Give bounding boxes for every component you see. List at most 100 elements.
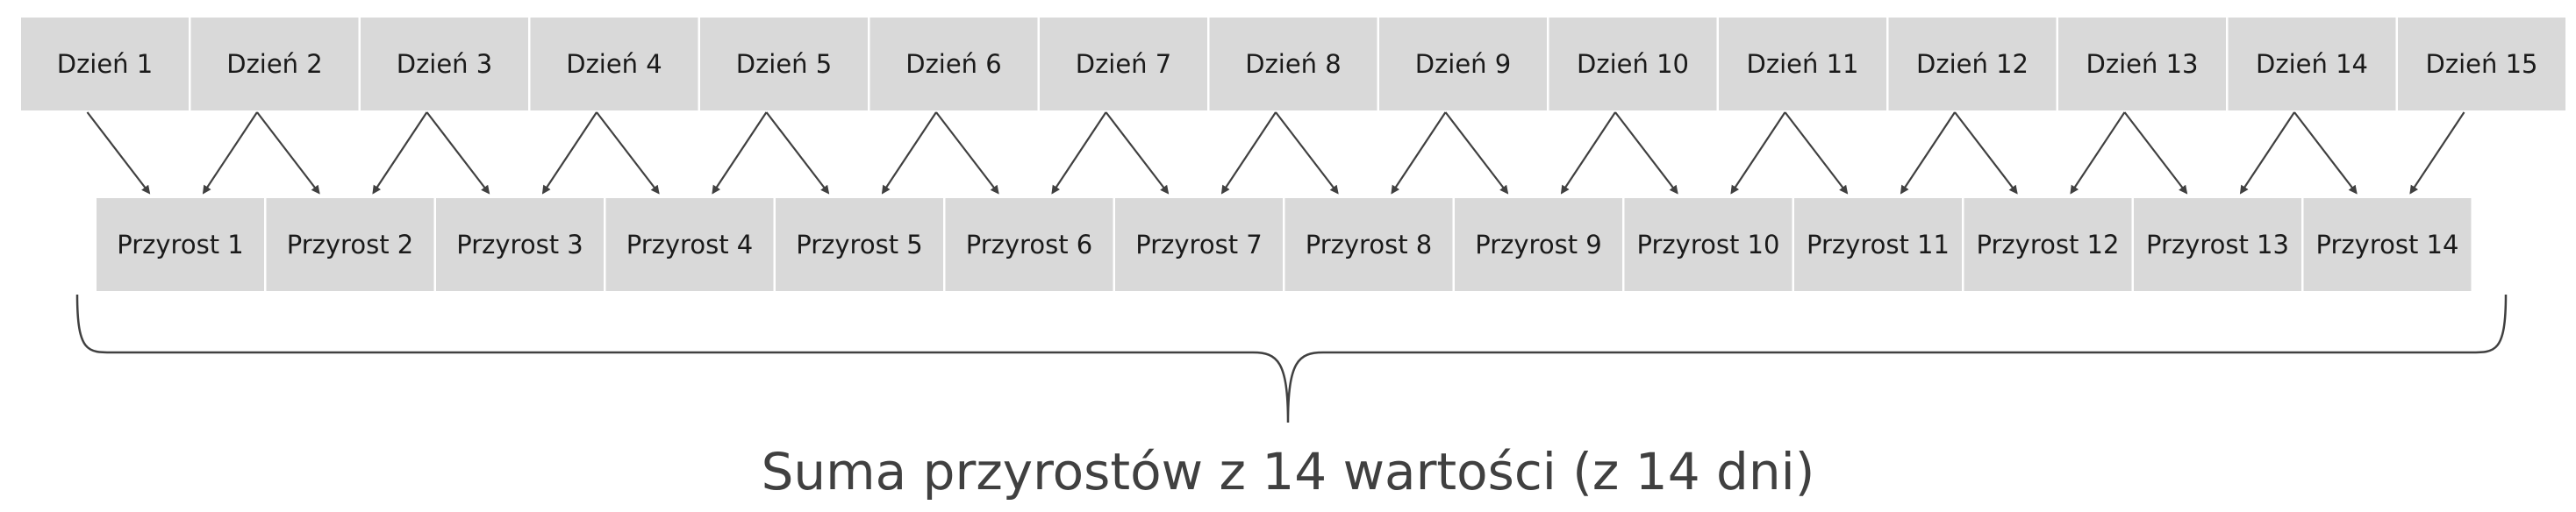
day-label: Dzień 11 — [1747, 49, 1859, 79]
sum-brace — [75, 294, 2508, 423]
increment-label: Przyrost 14 — [2316, 230, 2459, 260]
increment-label: Przyrost 13 — [2146, 230, 2289, 260]
increment-box: Przyrost 13 — [2134, 198, 2301, 291]
day-label: Dzień 1 — [57, 49, 154, 79]
arrow-from-next-day — [372, 111, 428, 195]
arrow-from-next-day — [541, 111, 597, 195]
day-box-background — [1888, 18, 2057, 110]
day-row: Dzień 1 Dzień 2 Dzień 3 Dzień 4 Dzień 5 Dzień… — [21, 18, 2565, 110]
day-box: Dzień 10 — [1549, 18, 1717, 110]
day-label: Dzień 9 — [1415, 49, 1512, 79]
day-box-background — [700, 18, 868, 110]
day-box: Dzień 14 — [2228, 18, 2396, 110]
arrow-from-next-day — [2070, 111, 2126, 195]
day-box-background — [190, 18, 359, 110]
increment-box: Przyrost 2 — [266, 198, 434, 291]
arrow-from-previous-day — [256, 111, 320, 195]
increment-box: Przyrost 14 — [2303, 198, 2472, 291]
increment-label: Przyrost 1 — [117, 230, 243, 260]
increment-box: Przyrost 7 — [1115, 198, 1283, 291]
day-box-background — [1040, 18, 1207, 110]
arrow-from-next-day — [2239, 111, 2295, 195]
day-box-background — [530, 18, 698, 110]
arrow-from-next-day — [1051, 111, 1107, 195]
day-label: Dzień 14 — [2256, 49, 2368, 79]
day-box: Dzień 3 — [361, 18, 528, 110]
increment-box: Przyrost 11 — [1794, 198, 1962, 291]
increment-box: Przyrost 3 — [436, 198, 604, 291]
arrow-from-next-day — [202, 111, 258, 195]
increment-box: Przyrost 9 — [1455, 198, 1622, 291]
increment-label: Przyrost 4 — [626, 230, 753, 260]
day-box: Dzień 11 — [1719, 18, 1886, 110]
day-label: Dzień 5 — [736, 49, 833, 79]
increment-box-background — [1115, 198, 1283, 291]
arrow-from-previous-day — [86, 111, 151, 195]
day-label: Dzień 10 — [1577, 49, 1689, 79]
day-box-background — [2058, 18, 2226, 110]
increment-label: Przyrost 7 — [1135, 230, 1262, 260]
day-label: Dzień 7 — [1076, 49, 1172, 79]
arrow-from-previous-day — [2293, 111, 2358, 195]
arrow-from-previous-day — [426, 111, 490, 195]
day-label: Dzień 12 — [1916, 49, 2029, 79]
day-box-background — [2398, 18, 2565, 110]
day-box-background — [1549, 18, 1717, 110]
arrow-from-previous-day — [1784, 111, 1849, 195]
day-box-background — [869, 18, 1038, 110]
arrow-from-next-day — [1900, 111, 1956, 195]
arrow-from-next-day — [712, 111, 768, 195]
day-box-background — [21, 18, 189, 110]
day-box: Dzień 8 — [1209, 18, 1377, 110]
increment-box: Przyrost 1 — [97, 198, 264, 291]
increment-box: Przyrost 8 — [1284, 198, 1453, 291]
increment-box-background — [945, 198, 1113, 291]
arrow-from-next-day — [1730, 111, 1786, 195]
increment-box-background — [1284, 198, 1453, 291]
arrow-from-next-day — [1220, 111, 1277, 195]
increment-box: Przyrost 10 — [1624, 198, 1792, 291]
day-label: Dzień 6 — [905, 49, 1002, 79]
day-label: Dzień 2 — [226, 49, 323, 79]
arrow-from-previous-day — [2123, 111, 2188, 195]
arrow-from-previous-day — [1105, 111, 1170, 195]
day-box: Dzień 12 — [1888, 18, 2057, 110]
day-box: Dzień 9 — [1379, 18, 1547, 110]
increment-box-background — [266, 198, 434, 291]
arrows — [86, 111, 2465, 195]
arrow-from-previous-day — [935, 111, 999, 195]
increment-box-background — [2134, 198, 2301, 291]
increment-box: Przyrost 12 — [1964, 198, 2132, 291]
day-box: Dzień 7 — [1040, 18, 1207, 110]
increment-box-background — [1964, 198, 2132, 291]
increment-box-background — [776, 198, 943, 291]
arrow-from-next-day — [1560, 111, 1616, 195]
increment-box-background — [2303, 198, 2472, 291]
arrow-from-previous-day — [1275, 111, 1339, 195]
increment-box-background — [1455, 198, 1622, 291]
increment-box-background — [605, 198, 774, 291]
day-label: Dzień 3 — [397, 49, 493, 79]
increment-box-background — [436, 198, 604, 291]
increment-box: Przyrost 4 — [605, 198, 774, 291]
day-box-background — [1719, 18, 1886, 110]
arrow-from-previous-day — [1444, 111, 1509, 195]
increment-label: Przyrost 9 — [1475, 230, 1601, 260]
day-box: Dzień 5 — [700, 18, 868, 110]
day-label: Dzień 4 — [566, 49, 662, 79]
increment-label: Przyrost 8 — [1306, 230, 1432, 260]
arrow-from-previous-day — [596, 111, 660, 195]
day-label: Dzień 8 — [1245, 49, 1342, 79]
increment-label: Przyrost 11 — [1807, 230, 1950, 260]
day-box: Dzień 13 — [2058, 18, 2226, 110]
increment-box: Przyrost 5 — [776, 198, 943, 291]
increment-box-background — [97, 198, 264, 291]
arrow-from-previous-day — [1954, 111, 2018, 195]
arrow-from-next-day — [2409, 111, 2465, 195]
day-box-background — [1209, 18, 1377, 110]
day-box: Dzień 4 — [530, 18, 698, 110]
day-box-background — [361, 18, 528, 110]
increment-label: Przyrost 10 — [1637, 230, 1780, 260]
